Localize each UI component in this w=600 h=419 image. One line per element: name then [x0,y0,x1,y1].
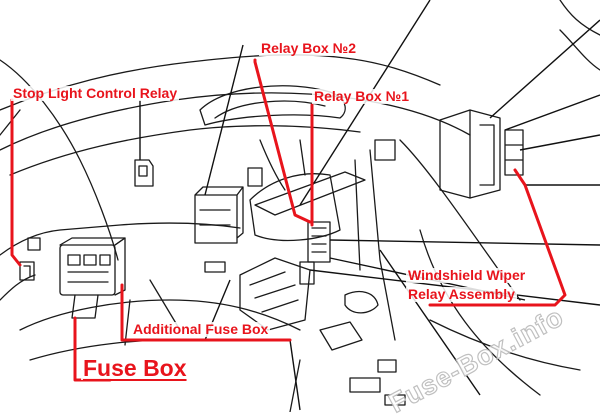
left-connector [19,261,35,281]
relay-box-2-tube [254,171,366,216]
windshield-outline [0,54,441,111]
relay-box-1-label: Relay Box №1 [312,88,411,104]
additional-fuse-box-leader [120,283,292,342]
stop-light-relay-label: Stop Light Control Relay [11,85,180,101]
wiper-relay-label-line1: Windshield Wiper [406,267,528,283]
cluster-hood [199,85,346,126]
relay-box-1 [307,221,331,263]
dash-top-line [0,92,471,151]
wiper-relay-label-line2: Relay Assembly [406,286,517,302]
stop-light-relay [134,159,154,187]
stop-light-relay-leader [10,98,22,267]
additional-fuse-box [239,257,311,331]
dash-inner-line [9,125,361,176]
wiper-relay-leader [428,168,567,307]
steering-column [249,173,341,242]
center-relay-block [194,186,244,244]
additional-fuse-box-label: Additional Fuse Box [131,321,271,337]
fuse-box-body [59,244,116,296]
relay-box-2-leader [253,58,312,224]
relay-box-2-label: Relay Box №2 [259,40,358,56]
fuse-box-label: Fuse Box [81,355,189,381]
